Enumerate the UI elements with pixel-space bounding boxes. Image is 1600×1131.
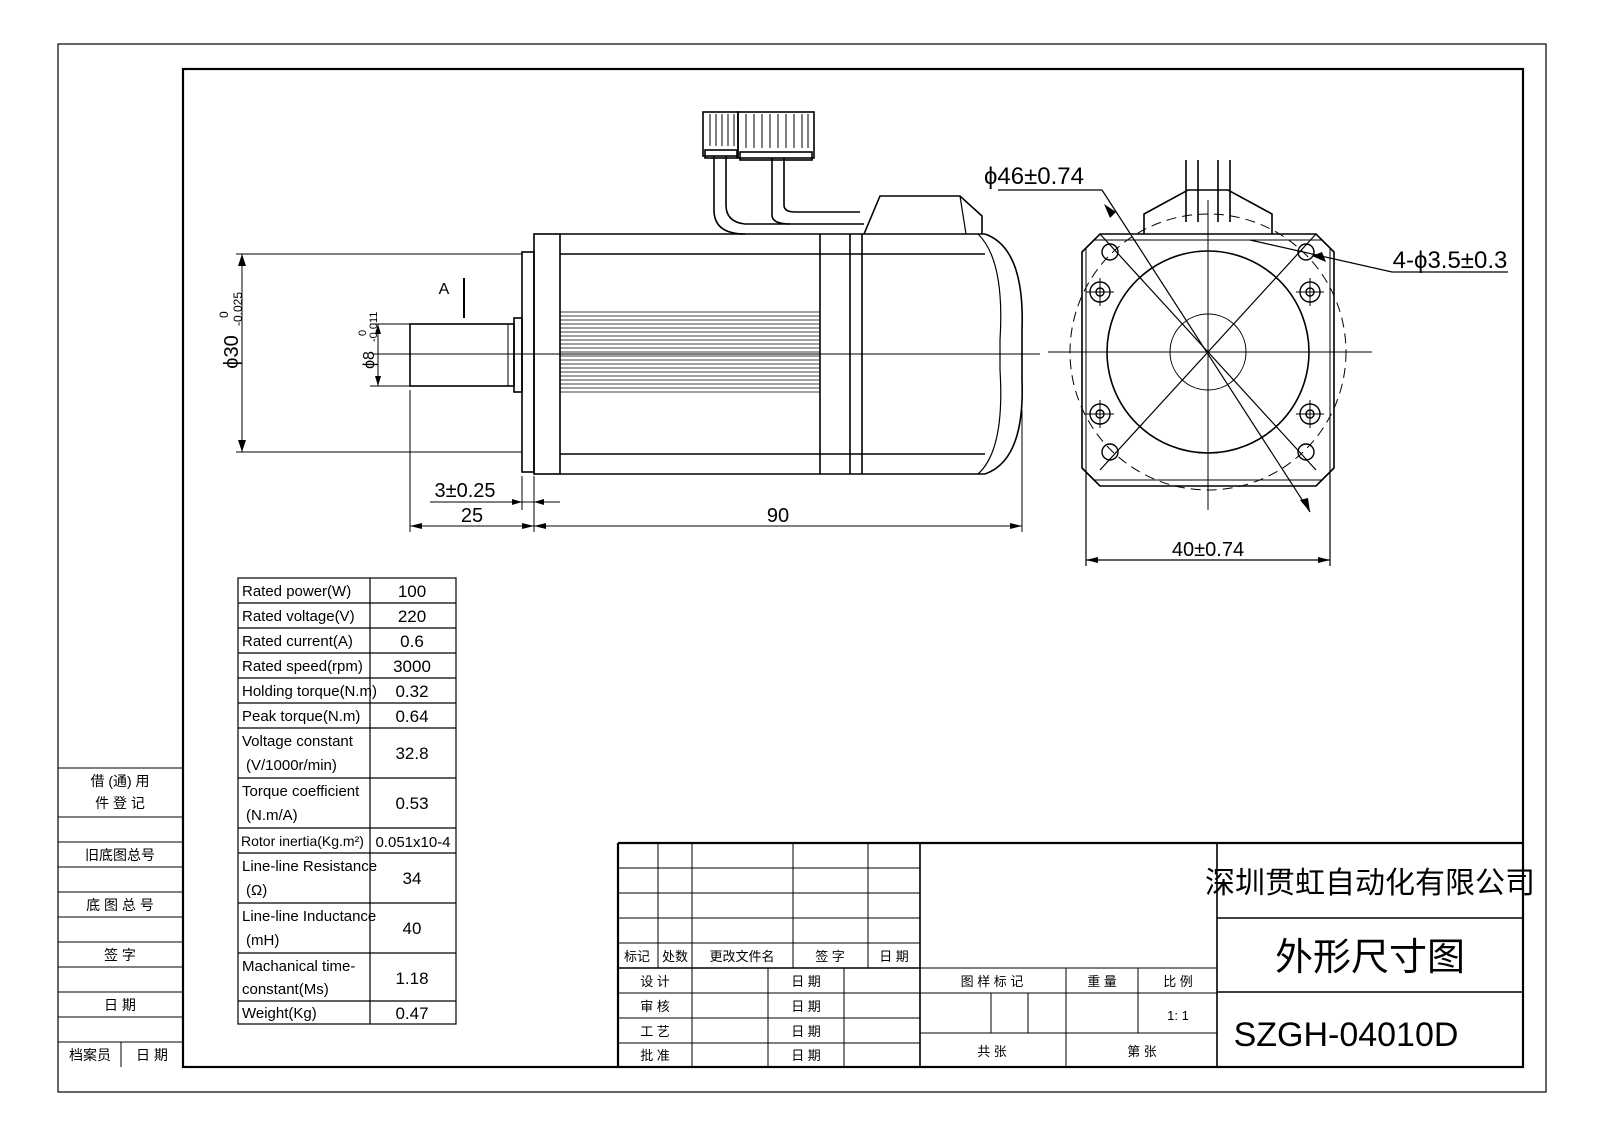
side-register-label: 件 登 记: [95, 795, 145, 811]
spec-label: Machanical time-: [242, 958, 355, 975]
spec-label: Voltage constant: [242, 733, 354, 750]
drawing-title: 外形尺寸图: [1275, 937, 1465, 979]
svg-text:-0.011: -0.011: [368, 312, 380, 342]
inner-border: [181, 67, 1525, 1069]
spec-label: Torque coefficient: [242, 783, 360, 800]
spec-value: 3000: [393, 657, 431, 676]
model-number: SZGH-04010D: [1234, 1016, 1459, 1054]
scale-value: 1: 1: [1167, 1008, 1189, 1023]
outer-frame: [57, 43, 1547, 1093]
dim-mounting-holes: 4-ϕ3.5±0.3: [1393, 247, 1508, 274]
spec-value: 220: [398, 607, 426, 626]
hole-crosshairs: [1086, 278, 1324, 428]
spec-value: 0.051x10-4: [375, 834, 450, 851]
svg-text:ϕ8: ϕ8: [361, 351, 378, 369]
connector-ribs: [709, 114, 809, 148]
section-mark-a: A: [439, 281, 450, 298]
total-sheets-label: 共 张: [977, 1044, 1007, 1059]
row-design: 设 计: [640, 974, 670, 989]
dim-flange-diameter: ϕ46±0.74: [984, 163, 1084, 190]
scale-label: 比 例: [1163, 974, 1193, 989]
svg-text:0: 0: [217, 311, 231, 318]
spec-value: 40: [403, 919, 422, 938]
stator-laminations: [560, 311, 820, 393]
side-date-label: 日 期: [104, 997, 136, 1013]
spec-value: 100: [398, 582, 426, 601]
side-old-base-label: 旧底图总号: [85, 847, 155, 863]
spec-value: 0.53: [395, 794, 428, 813]
dim-body-length: 90: [767, 505, 789, 527]
spec-label: Weight(Kg): [242, 1005, 317, 1022]
spec-label-unit: (Ω): [246, 882, 267, 899]
row-review: 审 核: [640, 999, 670, 1014]
title-block: 标记 处数 更改文件名 签 字 日 期 设 计 审 核 工 艺 批 准 日 期 …: [624, 867, 1535, 1063]
dim-pilot-length: 3±0.25: [434, 480, 495, 502]
row-date: 日 期: [791, 999, 821, 1014]
side-sign-label: 签 字: [104, 947, 136, 963]
svg-text:-0.025: -0.025: [231, 292, 245, 326]
spec-value: 0.32: [395, 682, 428, 701]
spec-label: Peak torque(N.m): [242, 708, 360, 725]
pilot-dia-label: ϕ30 0 -0.025: [217, 292, 245, 369]
row-approve: 批 准: [640, 1048, 670, 1063]
spec-label: Line-line Inductance: [242, 908, 376, 925]
motor-side-view: [372, 111, 1040, 475]
spec-label: Rated voltage(V): [242, 608, 355, 625]
side-archive-date-label: 日 期: [136, 1047, 168, 1063]
side-registration-table: [58, 767, 183, 1067]
spec-value: 0.64: [395, 707, 428, 726]
spec-label: Rotor inertia(Kg.m²): [241, 833, 364, 849]
svg-text:0: 0: [357, 330, 369, 336]
row-date: 日 期: [791, 1024, 821, 1039]
spec-label-unit: (V/1000r/min): [246, 757, 337, 774]
side-dimension-lines: [236, 253, 1023, 532]
dim-shaft-length: 25: [461, 505, 483, 527]
spec-label: Line-line Resistance: [242, 858, 377, 875]
spec-label-unit: (mH): [246, 932, 279, 949]
side-borrow-label: 借 (通) 用: [90, 773, 149, 789]
spec-value: 1.18: [395, 969, 428, 988]
side-archivist-label: 档案员: [69, 1047, 111, 1063]
company-name: 深圳贯虹自动化有限公司: [1205, 867, 1535, 900]
row-date: 日 期: [791, 974, 821, 989]
spec-table: Rated power(W) 100 Rated voltage(V) 220 …: [241, 582, 451, 1023]
front-dimension-arrows: [1086, 204, 1330, 563]
side-dimension-arrows: [238, 254, 1022, 529]
row-process: 工 艺: [640, 1024, 670, 1039]
dim-flange-square: 40±0.74: [1172, 539, 1244, 561]
header-sign: 签 字: [815, 949, 845, 964]
header-mark: 标记: [624, 949, 650, 964]
spec-label-unit: (N.m/A): [246, 807, 298, 824]
weight-label: 重 量: [1087, 974, 1117, 989]
spec-value: 0.6: [400, 632, 424, 651]
spec-label: Rated speed(rpm): [242, 658, 363, 675]
spec-value: 0.47: [395, 1004, 428, 1023]
spec-label: Holding torque(N.m): [242, 683, 377, 700]
header-doc-name: 更改文件名: [709, 949, 774, 964]
shaft-dia-label: ϕ8 0 -0.011: [357, 312, 380, 369]
row-date: 日 期: [791, 1048, 821, 1063]
side-base-total-label: 底 图 总 号: [86, 897, 154, 913]
spec-table-grid: [237, 577, 457, 1025]
title-block-grid: [616, 841, 1523, 1067]
svg-text:ϕ30: ϕ30: [221, 335, 243, 368]
header-count: 处数: [662, 949, 688, 964]
sheet-number-label: 第 张: [1127, 1044, 1157, 1059]
motor-front-view: [1048, 160, 1372, 510]
sample-mark-label: 图 样 标 记: [961, 974, 1024, 989]
spec-value: 32.8: [395, 744, 428, 763]
spec-label: Rated power(W): [242, 583, 351, 600]
spec-value: 34: [403, 869, 422, 888]
header-date: 日 期: [879, 949, 909, 964]
spec-label-unit: constant(Ms): [242, 981, 329, 998]
spec-label: Rated current(A): [242, 633, 353, 650]
